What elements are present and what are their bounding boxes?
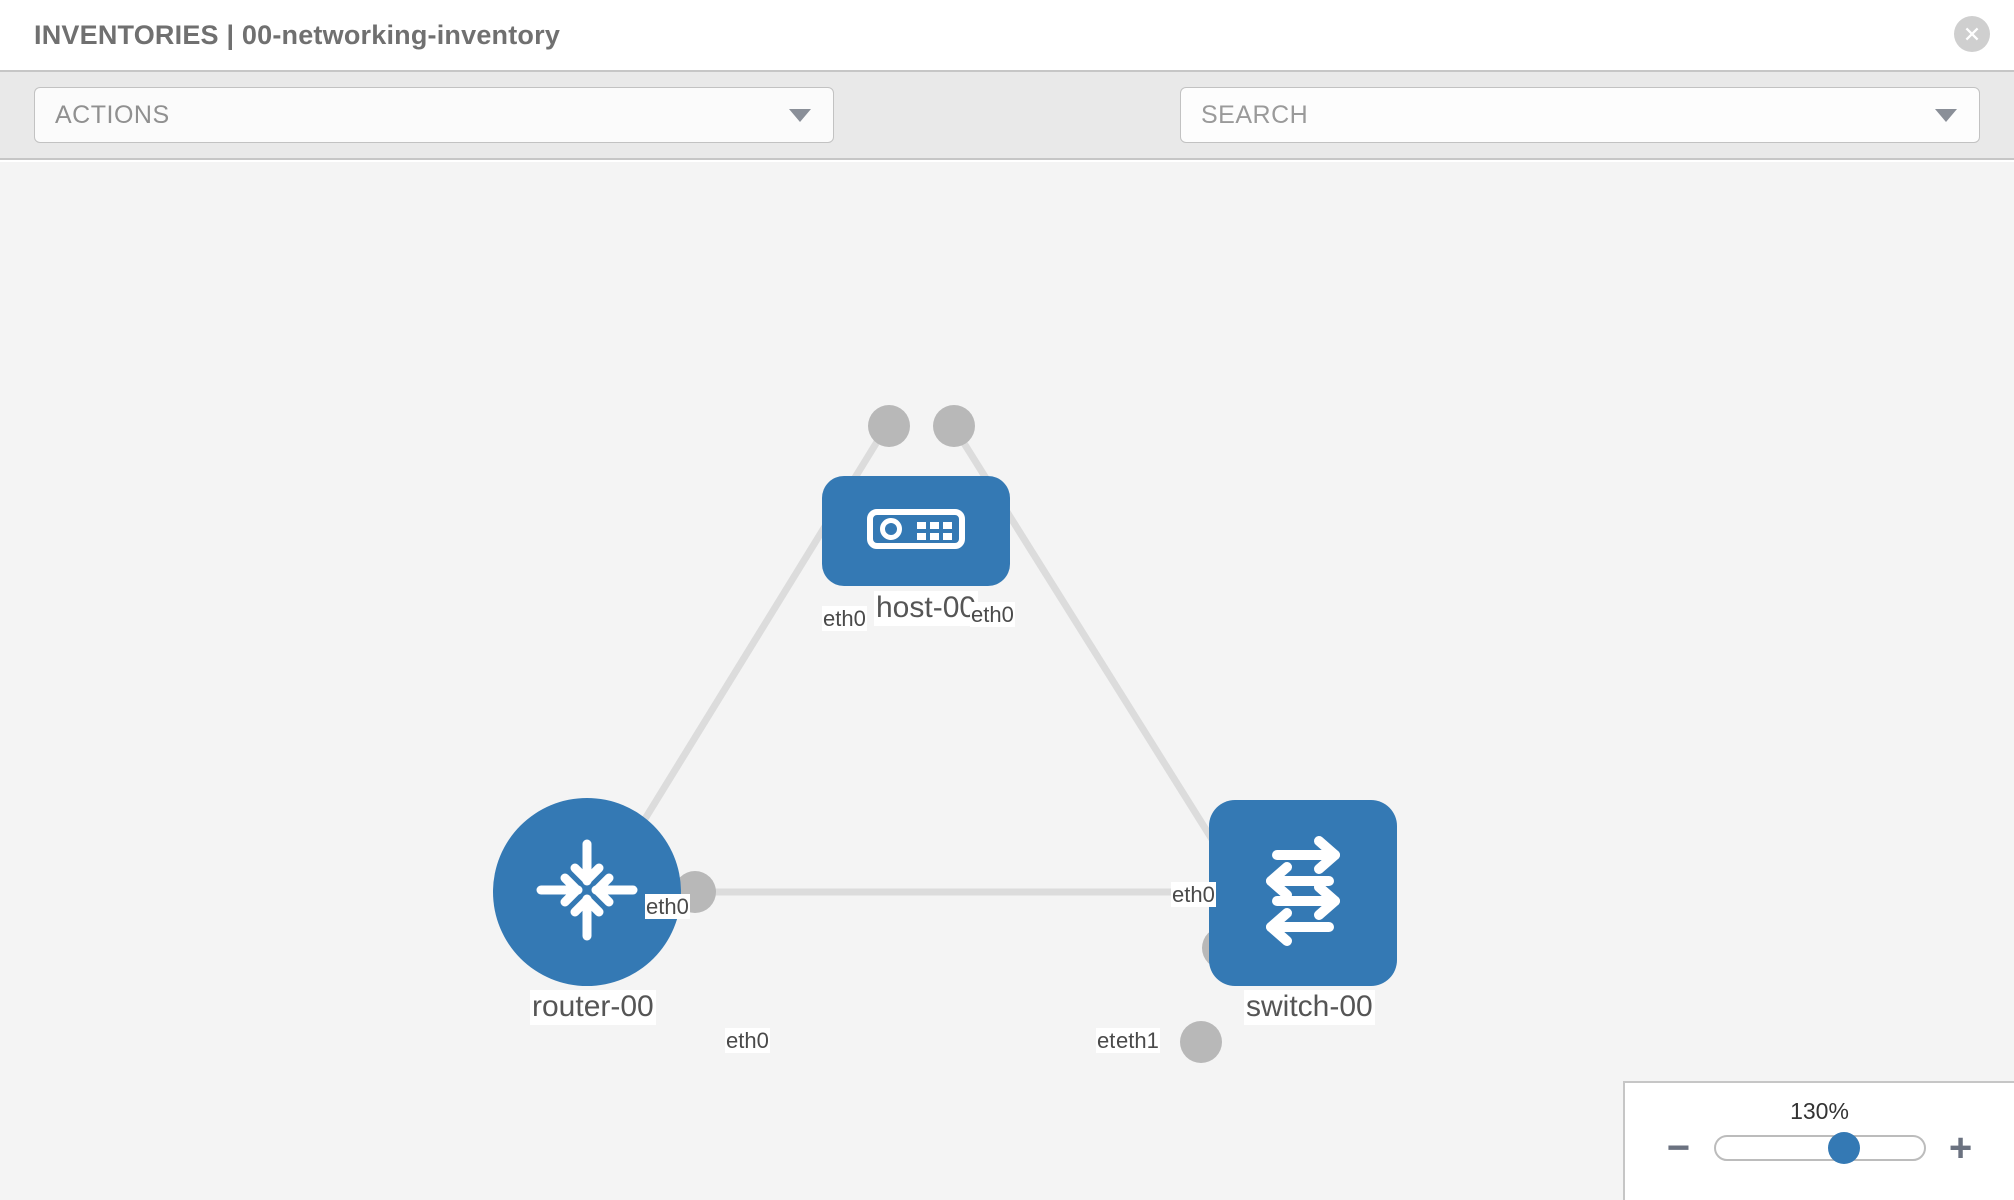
handle-host-left[interactable]	[868, 405, 910, 447]
server-icon	[867, 503, 965, 560]
zoom-in-button[interactable]: +	[1948, 1126, 1973, 1170]
actions-dropdown-label: ACTIONS	[55, 100, 170, 129]
chevron-down-icon	[789, 108, 811, 122]
search-placeholder: SEARCH	[1201, 100, 1309, 129]
topology-links	[597, 422, 1248, 896]
zoom-slider-thumb[interactable]	[1828, 1132, 1861, 1164]
node-switch-00-shape[interactable]	[1209, 800, 1397, 986]
page-title: INVENTORIES | 00-networking-inventory	[34, 19, 561, 50]
handle-host-right[interactable]	[933, 405, 975, 447]
router-arrows-icon	[531, 834, 643, 951]
zoom-control-panel: 130% − +	[1623, 1081, 2014, 1200]
node-switch-00[interactable]: switch-00	[1209, 800, 1397, 1025]
zoom-level-value: 130%	[1790, 1098, 1849, 1124]
port-label-host-right: eth0	[970, 602, 1015, 628]
port-label-router-right: eth0	[725, 1028, 770, 1054]
port-label-switch-left: eth1	[1115, 1028, 1160, 1054]
search-input[interactable]: SEARCH	[1180, 87, 1980, 143]
zoom-slider[interactable]	[1713, 1132, 1926, 1164]
window-header: INVENTORIES | 00-networking-inventory	[0, 0, 2014, 70]
actions-dropdown[interactable]: ACTIONS	[34, 87, 834, 143]
toolbar: ACTIONS	[0, 70, 2014, 160]
port-label-switch-up: eth0	[1171, 882, 1216, 908]
handle-switch-left[interactable]	[1180, 1021, 1222, 1063]
switch-arrows-icon	[1243, 831, 1363, 956]
close-button[interactable]	[1954, 16, 1990, 52]
node-switch-00-label: switch-00	[1244, 990, 1375, 1025]
zoom-out-button[interactable]: −	[1666, 1126, 1691, 1170]
search-chevron-down-icon[interactable]	[1935, 108, 1957, 122]
node-router-00-shape[interactable]	[493, 798, 681, 986]
node-router-00-label: router-00	[530, 990, 656, 1025]
node-router-00[interactable]: router-00	[493, 798, 681, 1025]
topology-canvas[interactable]: host-00	[0, 162, 2014, 1200]
zoom-control-row: − +	[1625, 1126, 2014, 1170]
port-label-router-up: eth0	[645, 894, 690, 920]
node-host-00-label: host-00	[874, 591, 979, 626]
close-icon	[1962, 24, 1982, 44]
node-host-00-shape[interactable]	[822, 476, 1010, 586]
node-host-00[interactable]: host-00	[822, 476, 1010, 626]
port-label-host-left: eth0	[822, 606, 867, 632]
